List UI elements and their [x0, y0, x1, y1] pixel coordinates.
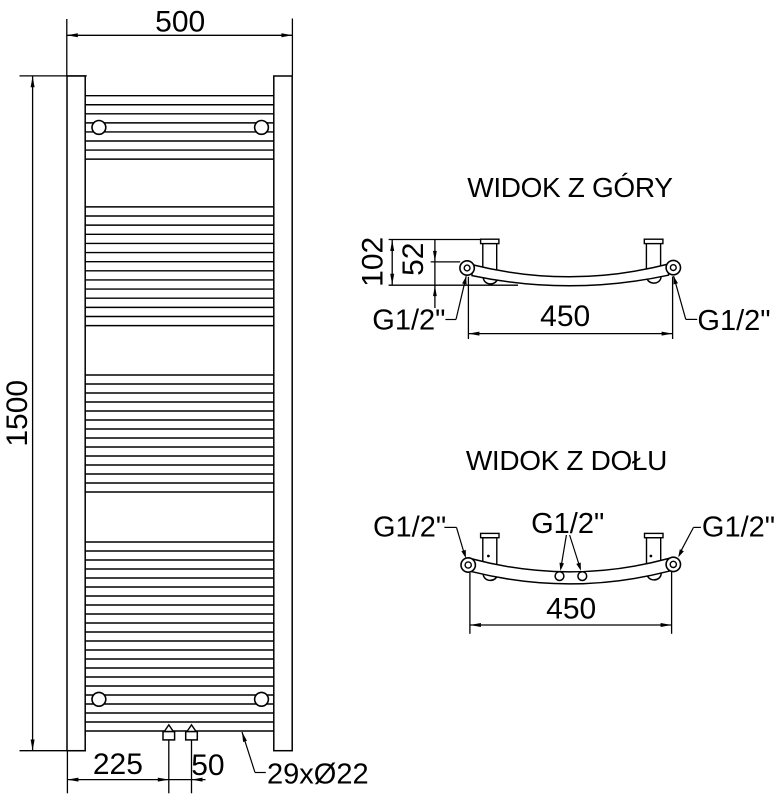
svg-text:50: 50 [191, 749, 224, 782]
svg-text:450: 450 [546, 593, 596, 626]
svg-text:G1/2": G1/2" [531, 508, 604, 540]
svg-text:52: 52 [397, 243, 430, 276]
svg-text:29xØ22: 29xØ22 [267, 759, 369, 791]
svg-text:G1/2": G1/2" [702, 512, 774, 544]
svg-text:500: 500 [155, 6, 205, 39]
svg-text:102: 102 [356, 237, 389, 287]
svg-text:1500: 1500 [1, 380, 34, 447]
svg-text:WIDOK Z DOŁU: WIDOK Z DOŁU [466, 445, 667, 476]
svg-text:G1/2": G1/2" [697, 305, 770, 337]
svg-text:G1/2": G1/2" [373, 512, 446, 544]
svg-text:450: 450 [540, 300, 590, 333]
svg-text:WIDOK Z GÓRY: WIDOK Z GÓRY [467, 172, 673, 203]
svg-text:225: 225 [93, 748, 143, 781]
svg-text:G1/2": G1/2" [372, 304, 445, 336]
